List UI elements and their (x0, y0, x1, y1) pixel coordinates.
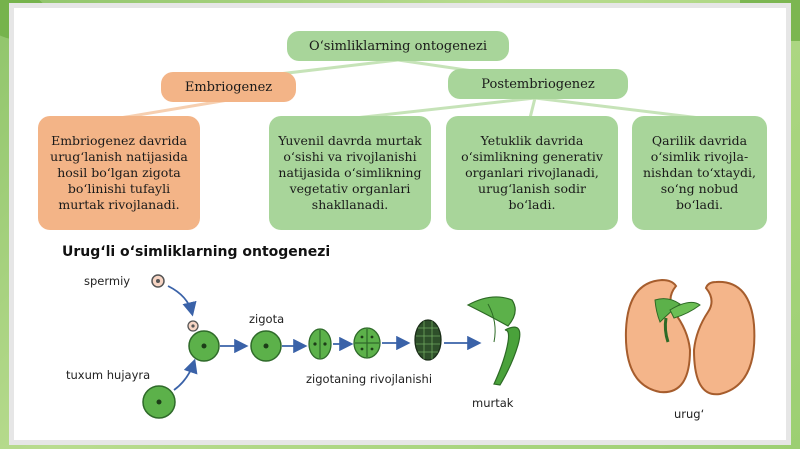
section-heading: Urug‘li o‘simliklarning ontogenezi (62, 244, 331, 260)
development-label: zigotaning rivojlanishi (306, 372, 433, 386)
connector-embryo-card (119, 98, 229, 120)
juvenile-card: Yuvenil davrda murtak o‘sishi va rivojla… (269, 116, 431, 230)
two-cell-stage (308, 328, 332, 360)
connector-post-juvenile (354, 96, 536, 120)
embryo-sprout (466, 296, 521, 386)
old-age-card: Qarilik davrida o‘simlik rivojla-nishdan… (632, 116, 767, 230)
egg-cell (142, 385, 176, 419)
connector-post-oldage (534, 96, 701, 120)
postembryogenesis-node: Postembriogenez (448, 69, 628, 99)
bean-seed (624, 278, 756, 396)
root-node: O‘simliklarning ontogenezi (287, 31, 509, 61)
multicellular-embryo (414, 319, 442, 361)
maturity-card: Yetuklik davrida o‘simlikning generativ … (446, 116, 618, 230)
sperm-entering (187, 320, 199, 332)
sperm-cell (151, 274, 165, 288)
embryogenesis-card: Embriogenez davrida urug‘lanish natijasi… (38, 116, 200, 230)
sprout-label: murtak (472, 396, 514, 410)
fertilized-egg (188, 330, 220, 362)
connector-post-maturity (528, 97, 537, 119)
zygote-cell (250, 330, 282, 362)
embryogenesis-node: Embriogenez (161, 72, 296, 102)
sperm-label: spermiy (84, 274, 131, 288)
seed-label: urug‘ (674, 407, 705, 421)
four-cell-stage (353, 327, 381, 359)
egg-label: tuxum hujayra (66, 368, 151, 382)
arrow-egg-fertilization (173, 358, 198, 391)
zygote-label: zigota (249, 312, 285, 326)
arrow-sperm-fertilization (167, 285, 197, 317)
